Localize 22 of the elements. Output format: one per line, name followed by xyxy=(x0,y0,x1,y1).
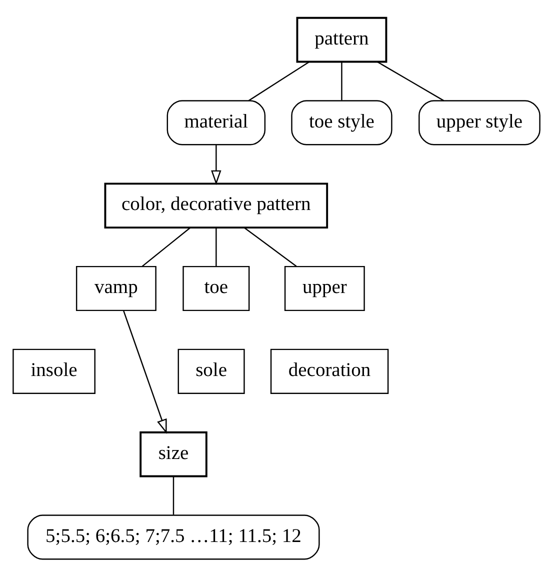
node-box: pattern xyxy=(296,16,388,63)
connector xyxy=(172,476,174,515)
node-box: upper style xyxy=(418,100,540,146)
arrow xyxy=(123,310,167,434)
arrow xyxy=(211,145,222,185)
connector xyxy=(244,227,297,267)
node-box: insole xyxy=(12,348,96,394)
connector xyxy=(142,228,190,267)
node-box: vamp xyxy=(76,266,156,312)
node-box: color, decorative pattern xyxy=(104,182,328,229)
node-box: toe xyxy=(182,266,250,312)
connector xyxy=(216,228,217,266)
node-box: decoration xyxy=(270,348,389,394)
node-box: toe style xyxy=(291,100,392,146)
node-box: size xyxy=(140,431,208,478)
connector xyxy=(248,61,310,102)
connector xyxy=(341,62,342,100)
connector xyxy=(377,61,444,102)
node-box: sole xyxy=(178,348,245,394)
node-box: upper xyxy=(284,266,365,312)
node-box: material xyxy=(166,100,266,146)
node-box: 5;5.5; 6;6.5; 7;7.5 …11; 11.5; 12 xyxy=(27,514,320,560)
